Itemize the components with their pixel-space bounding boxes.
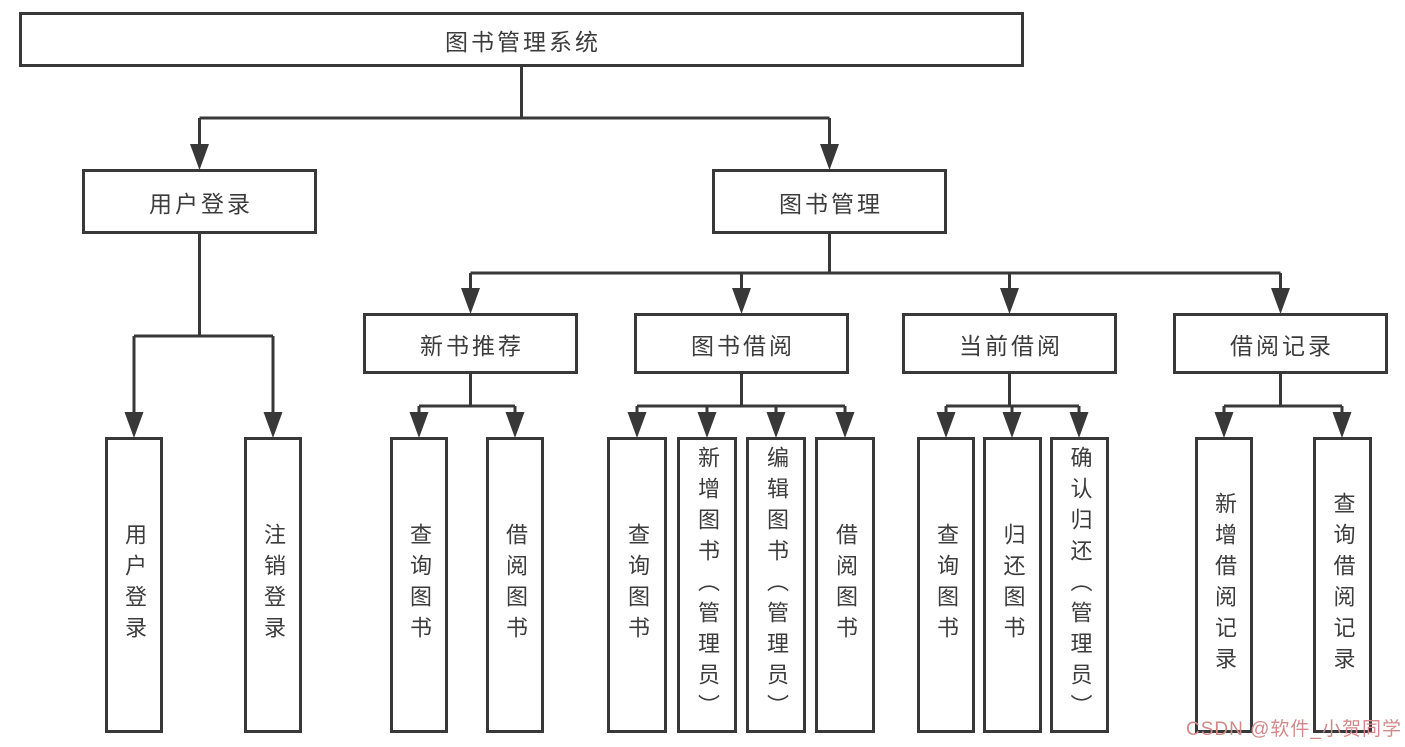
- node-label: 新增借阅记录: [1212, 492, 1237, 678]
- node-label: 查询图书: [934, 523, 959, 647]
- leaf-add-borrow-record: 新增借阅记录: [1195, 437, 1253, 733]
- node-root-library-system: 图书管理系统: [19, 12, 1024, 67]
- node-new-book-recommend: 新书推荐: [363, 313, 578, 374]
- node-book-management: 图书管理: [712, 169, 947, 234]
- node-current-borrow: 当前借阅: [902, 313, 1117, 374]
- leaf-logout: 注销登录: [244, 437, 302, 733]
- node-label: 图书管理系统: [445, 28, 601, 55]
- node-user-login: 用户登录: [82, 169, 317, 234]
- node-label: 图书管理: [779, 190, 883, 217]
- node-label: 查询图书: [625, 523, 650, 647]
- node-label: 注销登录: [261, 523, 286, 647]
- leaf-query-books-current: 查询图书: [917, 437, 975, 733]
- node-label: 借阅记录: [1230, 332, 1334, 359]
- leaf-query-books-recommend: 查询图书: [390, 437, 448, 733]
- leaf-add-books-admin: 新增图书（管理员）: [677, 437, 737, 733]
- node-book-borrow: 图书借阅: [634, 313, 849, 374]
- leaf-confirm-return-admin: 确认归还（管理员）: [1050, 437, 1109, 733]
- node-label: 查询图书: [407, 523, 432, 647]
- node-label: 用户登录: [122, 523, 147, 647]
- arrowheads: [124, 144, 1352, 438]
- node-label: 查询借阅记录: [1330, 492, 1356, 678]
- node-label: 归还图书: [1000, 523, 1026, 647]
- leaf-borrow-books: 借阅图书: [815, 437, 875, 733]
- csdn-watermark: CSDN @软件_小贺同学: [1186, 719, 1402, 740]
- node-label: 用户登录: [149, 190, 253, 217]
- node-label: 借阅图书: [503, 523, 528, 647]
- node-label: 图书借阅: [691, 332, 795, 359]
- node-label: 当前借阅: [959, 332, 1063, 359]
- leaf-edit-books-admin: 编辑图书（管理员）: [746, 437, 806, 733]
- node-label: 编辑图书（管理员）: [764, 445, 789, 725]
- leaf-borrow-books-recommend: 借阅图书: [486, 437, 544, 733]
- node-label: 新书推荐: [420, 332, 524, 359]
- node-label: 确认归还（管理员）: [1067, 445, 1093, 725]
- leaf-user-login: 用户登录: [105, 437, 163, 733]
- leaf-query-books-borrow: 查询图书: [607, 437, 667, 733]
- node-label: 新增图书（管理员）: [695, 445, 720, 725]
- node-label: 借阅图书: [833, 523, 858, 647]
- node-borrow-record: 借阅记录: [1173, 313, 1388, 374]
- leaf-query-borrow-record: 查询借阅记录: [1313, 437, 1372, 733]
- leaf-return-books: 归还图书: [983, 437, 1042, 733]
